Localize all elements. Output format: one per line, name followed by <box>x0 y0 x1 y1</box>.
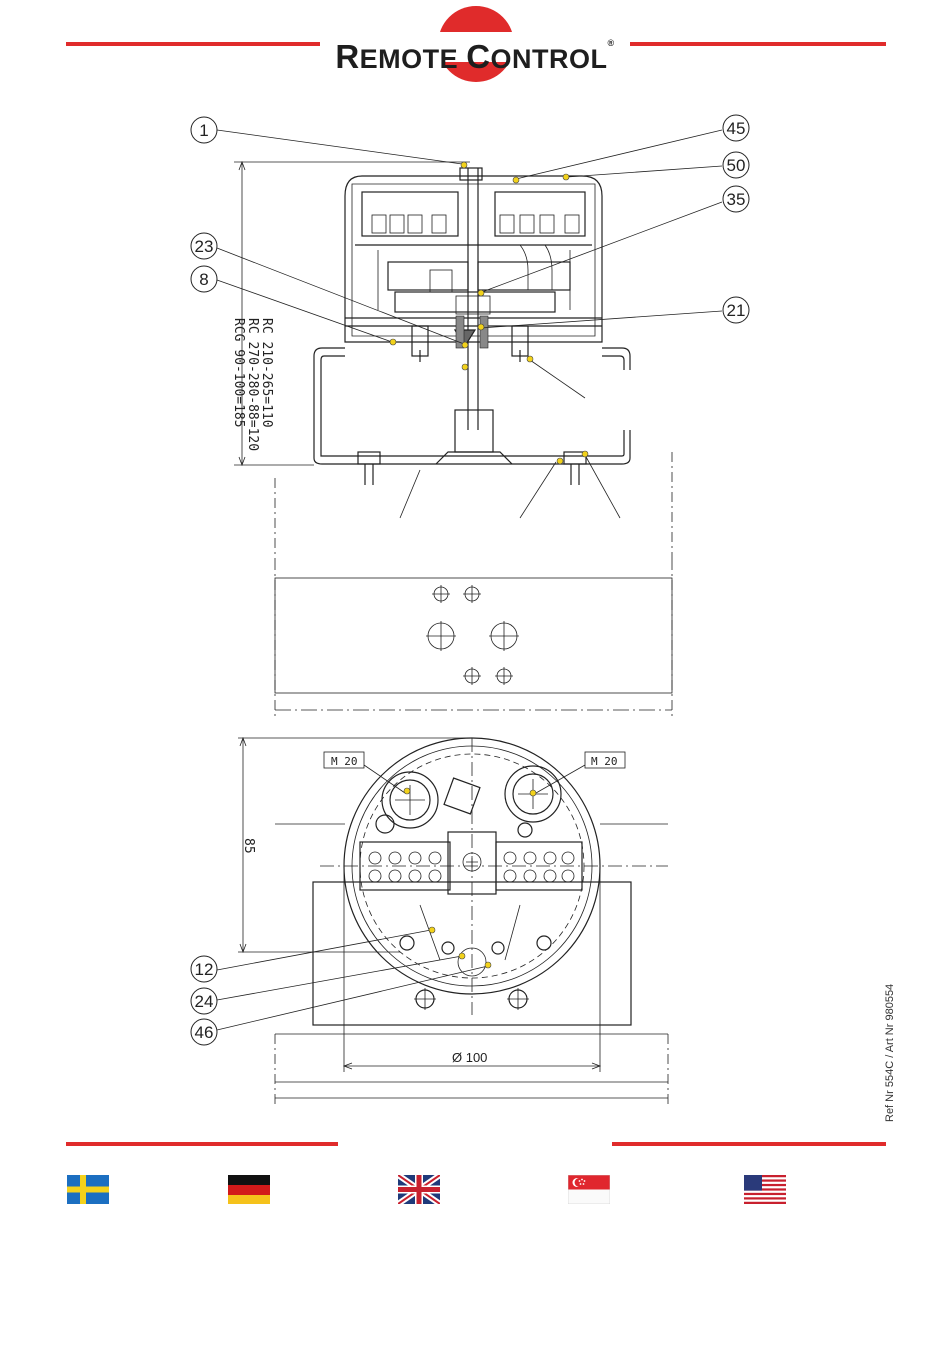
mounting-bracket <box>314 348 630 485</box>
callout-label-12: 12 <box>195 960 214 979</box>
usa-flag-icon[interactable] <box>744 1175 786 1204</box>
callout-label-35: 35 <box>727 190 746 209</box>
actuator-housing <box>345 168 602 430</box>
thread-label-right: M 20 <box>591 755 618 768</box>
height-85-label: 85 <box>241 838 256 854</box>
callout-leaders <box>217 130 722 1030</box>
callout-label-8: 8 <box>199 270 208 289</box>
diameter-label: Ø 100 <box>452 1050 487 1065</box>
sweden-flag-icon[interactable] <box>67 1175 109 1204</box>
side-dimension-line2: RC 270-280-88=120 <box>245 318 260 451</box>
footer-rule-right <box>612 1142 886 1146</box>
callout-label-45: 45 <box>727 119 746 138</box>
mounting-plate <box>275 360 672 720</box>
side-dimension-line3: RCG 90-100=185 <box>231 318 246 428</box>
footer-rule-left <box>66 1142 338 1146</box>
callout-label-23: 23 <box>195 237 214 256</box>
uk-flag-icon[interactable] <box>398 1175 440 1204</box>
reference-number: Ref Nr 554C / Art Nr 980554 <box>884 984 896 1122</box>
callout-label-21: 21 <box>727 301 746 320</box>
callout-label-50: 50 <box>727 156 746 175</box>
singapore-flag-icon[interactable] <box>568 1175 610 1204</box>
thread-label-left: M 20 <box>331 755 358 768</box>
callout-label-46: 46 <box>195 1023 214 1042</box>
callout-label-1: 1 <box>199 121 208 140</box>
germany-flag-icon[interactable] <box>228 1175 270 1204</box>
side-dimension-line1: RC 210-265=110 <box>259 318 274 428</box>
callout-label-24: 24 <box>195 992 214 1011</box>
annotation-markers <box>390 162 588 968</box>
